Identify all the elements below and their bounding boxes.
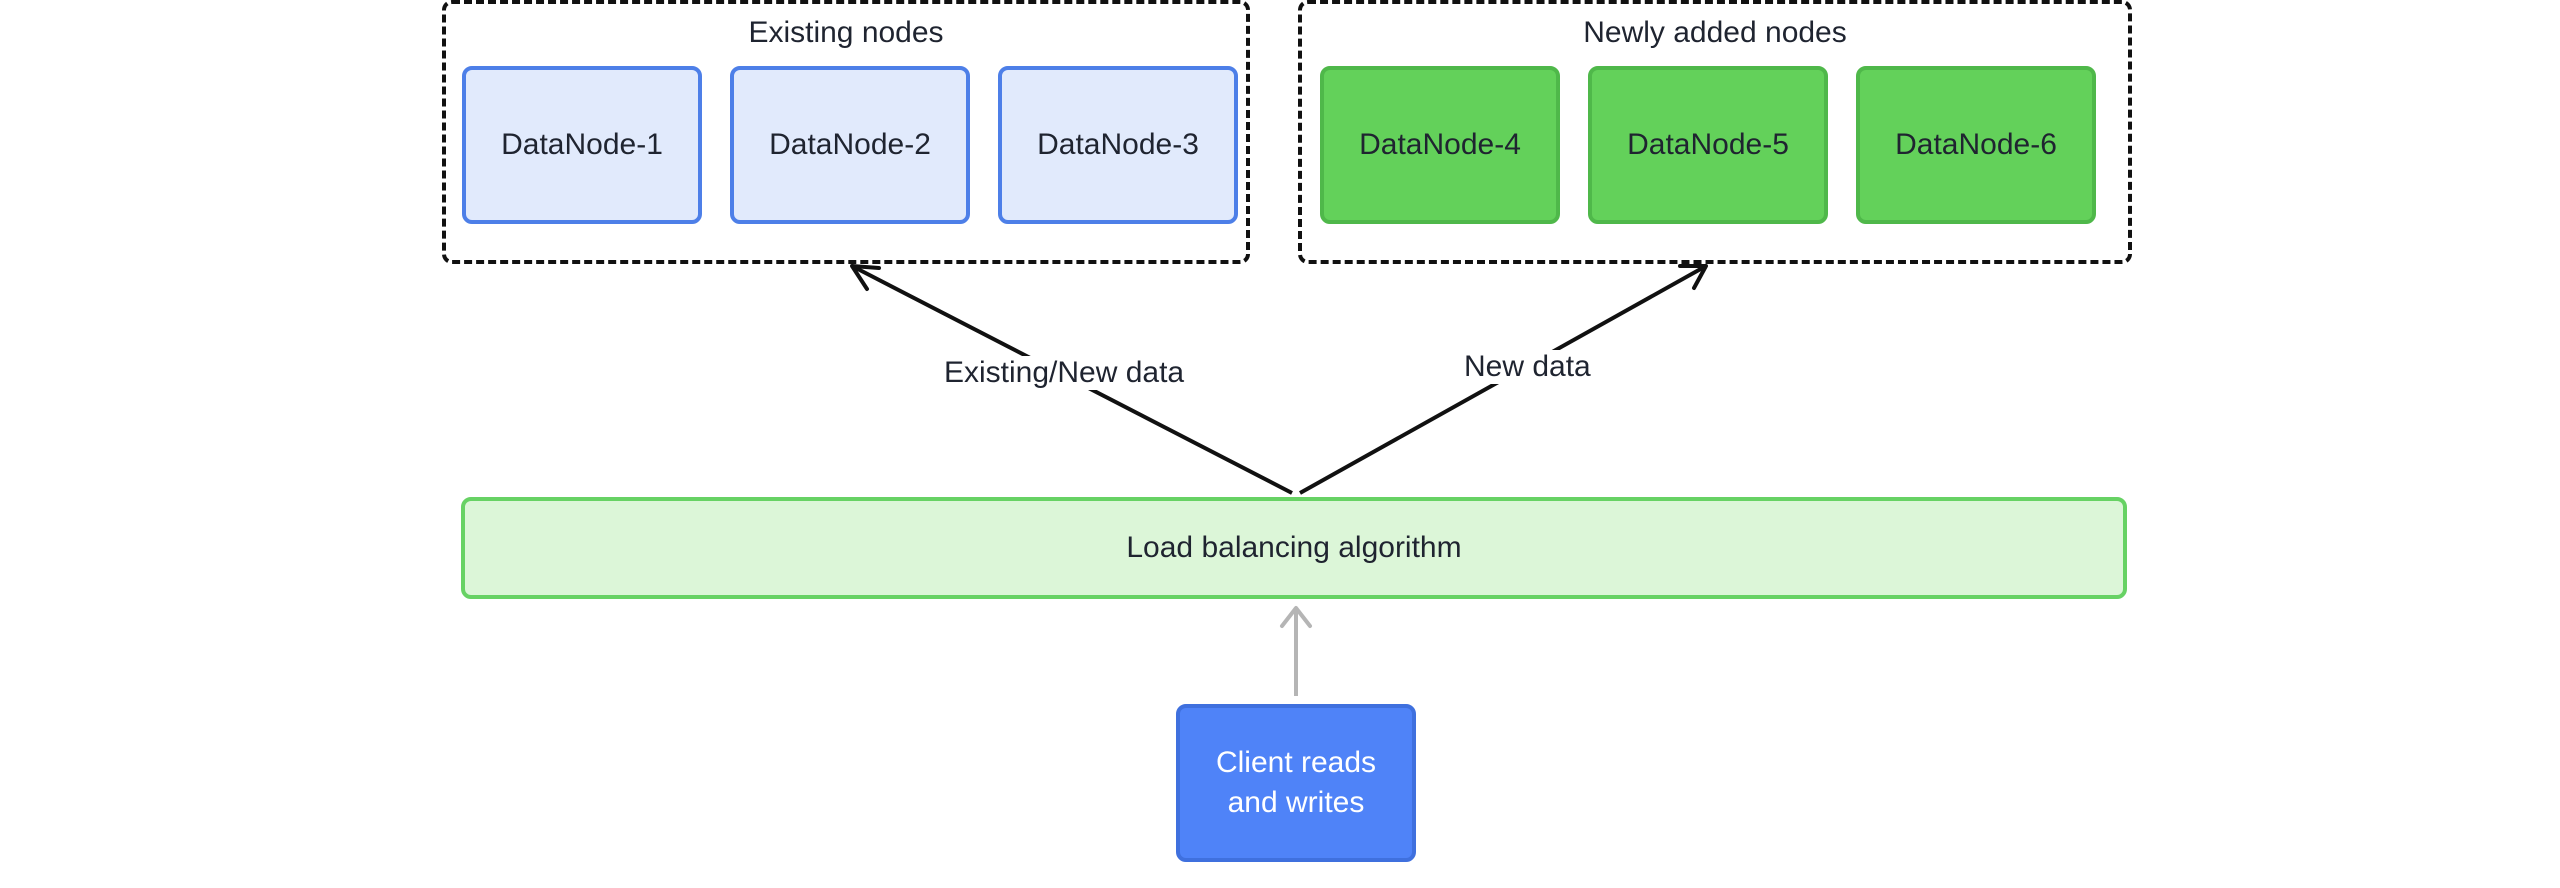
datanode-5[interactable]: DataNode-5 bbox=[1588, 66, 1828, 224]
load-balancer-box[interactable]: Load balancing algorithm bbox=[461, 497, 2127, 599]
datanode-2[interactable]: DataNode-2 bbox=[730, 66, 970, 224]
arrowhead-new bbox=[1678, 264, 1708, 290]
datanode-4[interactable]: DataNode-4 bbox=[1320, 66, 1560, 224]
client-label: Client reads and writes bbox=[1215, 746, 1377, 819]
client-box[interactable]: Client reads and writes bbox=[1176, 704, 1416, 862]
edge-label-existing-new-data: Existing/New data bbox=[936, 356, 1193, 390]
new-nodes-title: Newly added nodes bbox=[1583, 16, 1847, 49]
edge-label-new-data: New data bbox=[1456, 350, 1599, 384]
existing-nodes-title: Existing nodes bbox=[748, 16, 944, 49]
datanode-3[interactable]: DataNode-3 bbox=[998, 66, 1238, 224]
datanode-6[interactable]: DataNode-6 bbox=[1856, 66, 2096, 224]
new-nodes-group: Newly added nodes bbox=[1298, 0, 2132, 264]
datanode-1[interactable]: DataNode-1 bbox=[462, 66, 702, 224]
existing-nodes-group: Existing nodes bbox=[442, 0, 1250, 264]
arrowhead-client bbox=[1280, 606, 1312, 628]
load-balancer-label: Load balancing algorithm bbox=[1126, 531, 1462, 564]
arrowhead-existing bbox=[850, 264, 881, 291]
